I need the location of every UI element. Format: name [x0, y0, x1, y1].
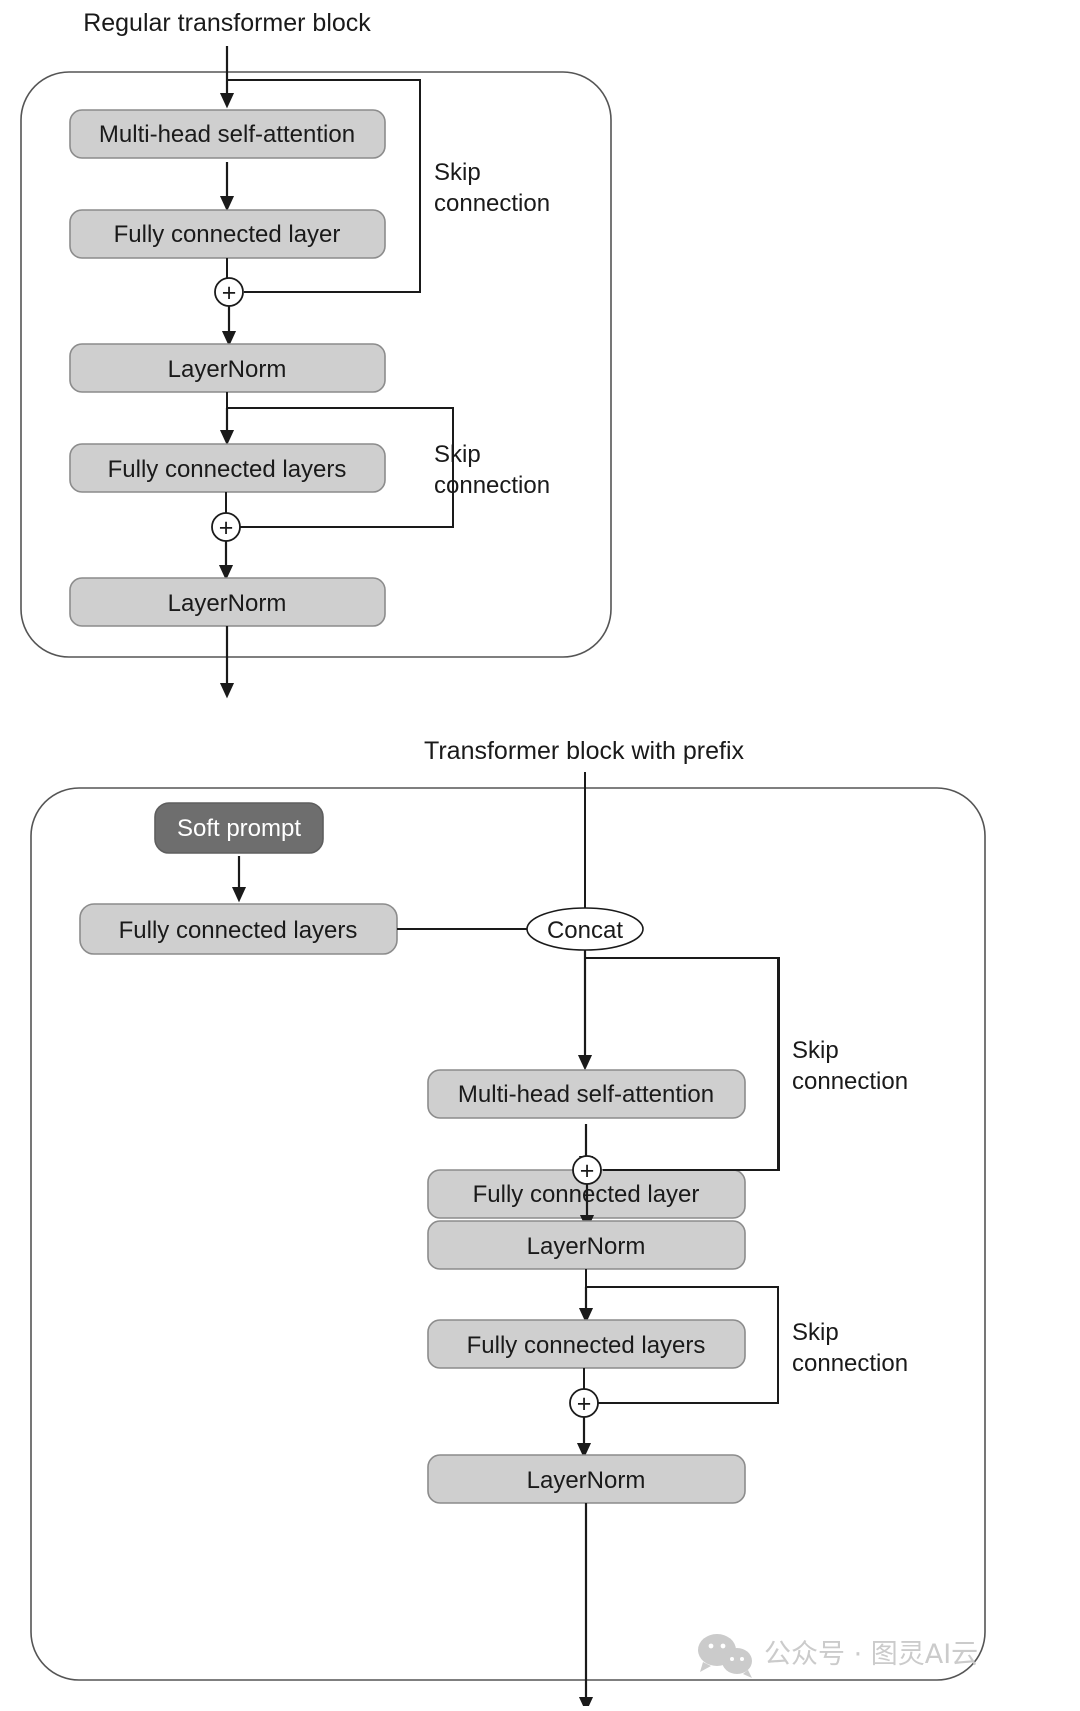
box-label-layernorm-2: LayerNorm: [527, 1467, 646, 1494]
node-concat: Concat: [526, 907, 644, 951]
skip-label-line2: connection: [792, 1068, 908, 1095]
wechat-eye-1: [708, 1643, 714, 1649]
watermark: 公众号 · 图灵AI云: [698, 1634, 978, 1678]
skip-connection-path-1-prefix-final: [586, 957, 780, 1171]
diagram-title-regular: Regular transformer block: [83, 9, 371, 37]
box-label-layernorm-1: LayerNorm: [168, 356, 287, 383]
concat-label: Concat: [547, 917, 623, 944]
skip-label-line2: connection: [792, 1350, 908, 1377]
diagram-regular-transformer-block: Regular transformer block Multi-head sel…: [20, 9, 612, 699]
box-label-layernorm-1: LayerNorm: [527, 1233, 646, 1260]
operator-add-2-prefix: +: [569, 1388, 599, 1418]
box-label-fc-layers: Fully connected layers: [467, 1332, 706, 1359]
plus-label: +: [219, 514, 234, 542]
box-label-mhsa: Multi-head self-attention: [99, 121, 355, 148]
annotation-skip-1-prefix: Skip connection: [792, 1037, 908, 1095]
box-layernorm-1-prefix: LayerNorm: [427, 1220, 746, 1270]
box-layernorm-2-regular: LayerNorm: [69, 577, 386, 627]
wechat-eye-2: [720, 1643, 726, 1649]
plus-label: +: [222, 279, 237, 307]
skip-label-line1: Skip: [434, 159, 481, 186]
skip-label-line2: connection: [434, 472, 550, 499]
box-prefix-fc-layers: Fully connected layers: [79, 903, 398, 955]
box-mhsa-prefix: Multi-head self-attention: [427, 1069, 746, 1119]
annotation-skip-1-regular: Skip connection: [434, 159, 550, 217]
box-layernorm-2-prefix: LayerNorm: [427, 1454, 746, 1504]
box-fc-layers-regular: Fully connected layers: [69, 443, 386, 493]
box-label-layernorm-2: LayerNorm: [168, 590, 287, 617]
box-label-mhsa: Multi-head self-attention: [458, 1081, 714, 1108]
box-label-fc-layer: Fully connected layer: [114, 221, 341, 248]
wechat-eye-3: [730, 1657, 734, 1661]
prefix-block-container: [30, 787, 986, 1681]
operator-add-2-regular: +: [211, 512, 241, 542]
box-shape: [69, 109, 386, 159]
wechat-icon: [698, 1634, 752, 1678]
skip-label-line2: connection: [434, 190, 550, 217]
skip-connection-path-1-regular: [227, 79, 421, 293]
box-label-fc-layers: Fully connected layers: [108, 456, 347, 483]
diagram-transformer-block-with-prefix: Transformer block with prefix Soft promp…: [30, 737, 986, 1681]
box-label-prefix-fc-layers: Fully connected layers: [119, 917, 358, 944]
regular-block-container: [20, 71, 612, 658]
diagram-title-prefix: Transformer block with prefix: [424, 737, 744, 765]
skip-connection-path-2-regular: [226, 392, 454, 528]
box-fc-layers-prefix: Fully connected layers: [427, 1319, 746, 1369]
skip-label-line1: Skip: [434, 441, 481, 468]
box-mhsa-regular: Multi-head self-attention: [69, 109, 386, 159]
box-layernorm-1-regular: LayerNorm: [69, 343, 386, 393]
diagram-prefix-lower-final: + LayerNorm Fully connected layers + Ski…: [427, 957, 908, 1711]
wechat-bubble-small: [722, 1648, 752, 1674]
skip-connection-path-1-prefix: [585, 957, 779, 1171]
box-shape: [427, 1319, 746, 1369]
annotation-skip-2-prefix: Skip connection: [792, 1319, 908, 1377]
box-label-soft-prompt: Soft prompt: [177, 815, 301, 842]
skip-label-line1: Skip: [792, 1319, 839, 1346]
operator-add-1-prefix-final: +: [572, 1155, 602, 1185]
box-soft-prompt: Soft prompt: [154, 802, 324, 854]
wechat-tail-small: [743, 1670, 752, 1678]
operator-add-1-regular: +: [214, 277, 244, 307]
box-fc-layer-regular: Fully connected layer: [69, 209, 386, 259]
skip-label-line1: Skip: [792, 1037, 839, 1064]
watermark-text: 公众号 · 图灵AI云: [764, 1639, 978, 1670]
plus-label: +: [580, 1157, 595, 1185]
skip-connection-path-2-prefix: [585, 1269, 779, 1404]
wechat-eye-4: [740, 1657, 744, 1661]
wechat-tail-large: [700, 1662, 711, 1672]
box-shape: [427, 1069, 746, 1119]
annotation-skip-2-regular: Skip connection: [434, 441, 550, 499]
box-shape: [154, 802, 324, 854]
box-shape: [69, 443, 386, 493]
plus-label: +: [577, 1390, 592, 1418]
